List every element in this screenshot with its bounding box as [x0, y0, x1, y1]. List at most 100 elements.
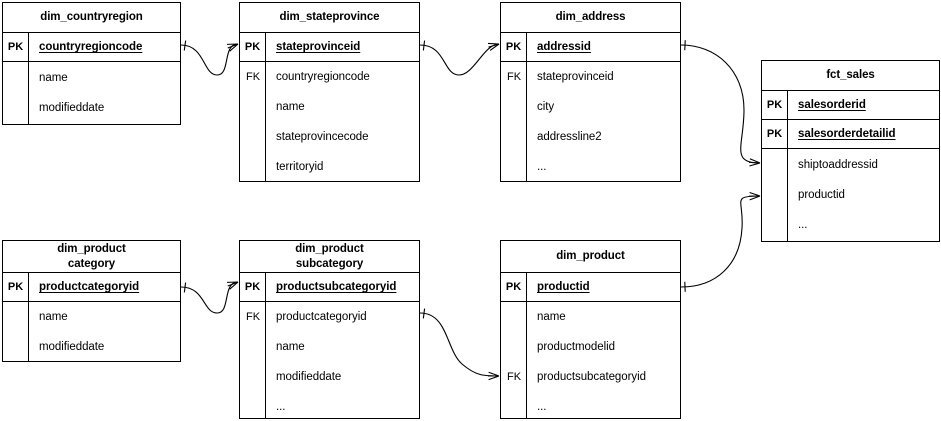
- field-name: productsubcategoryid: [276, 281, 397, 293]
- attribute-row[interactable]: productsubcategoryid: [537, 371, 646, 383]
- relationship-address-to-fctsales[interactable]: [680, 40, 761, 167]
- attribute-row[interactable]: addressline2: [537, 131, 602, 143]
- attribute-list: countryregioncode name stateprovincecode te…: [266, 62, 419, 181]
- relationship-line: [419, 312, 500, 377]
- attribute-row[interactable]: city: [537, 101, 555, 113]
- relationship-line: [180, 43, 239, 76]
- primary-key-row[interactable]: PK countryregioncode: [3, 33, 180, 62]
- attribute-row[interactable]: modifieddate: [39, 341, 105, 353]
- cardinality-one-tick: [422, 40, 426, 51]
- cardinality-many-foot-1: [227, 43, 239, 49]
- attribute-row[interactable]: ...: [537, 161, 547, 173]
- entity-title: dim_product: [501, 241, 680, 273]
- attribute-row[interactable]: name: [39, 72, 68, 84]
- relationship-line: [680, 195, 761, 288]
- cardinality-many-foot-2: [488, 371, 500, 377]
- key-badge-fk: FK: [506, 371, 522, 383]
- cardinality-one-tick: [183, 40, 187, 51]
- attribute-section: FK stateprovinceid city addressline2...: [501, 62, 680, 181]
- key-badge-pk: PK: [501, 273, 527, 301]
- cardinality-many-foot-2: [487, 42, 500, 45]
- cardinality-many-foot-1: [488, 43, 500, 48]
- cardinality-many-foot-0: [489, 43, 500, 51]
- attribute-row[interactable]: productid: [798, 189, 845, 201]
- attribute-row[interactable]: name: [276, 101, 305, 113]
- field-name: salesorderdetailid: [798, 128, 896, 140]
- field-name: stateprovinceid: [276, 41, 361, 53]
- key-badge-pk: PK: [3, 33, 29, 61]
- entity-title: dim_product subcategory: [240, 241, 419, 273]
- primary-key-row[interactable]: PK productid: [501, 273, 680, 302]
- relationship-subcategory-to-product[interactable]: [419, 308, 500, 381]
- attribute-section: name modifieddate: [3, 302, 180, 361]
- attribute-section: FK name productmodelid productsubcategoryid…: [501, 302, 680, 418]
- attribute-list: name modifieddate: [29, 62, 180, 124]
- attribute-section: name modifieddate: [3, 62, 180, 124]
- attribute-row[interactable]: productcategoryid: [276, 311, 367, 323]
- key-badge-fk: FK: [245, 311, 261, 323]
- relationship-countryregion-to-stateprovince[interactable]: [180, 40, 239, 76]
- attribute-list: productcategoryid name modifieddate...: [266, 302, 419, 418]
- attribute-list: name productmodelid productsubcategoryid..…: [527, 302, 680, 418]
- field-name: countryregioncode: [39, 41, 143, 53]
- attribute-row[interactable]: modifieddate: [276, 371, 342, 383]
- attribute-row[interactable]: countryregioncode: [276, 71, 370, 83]
- attribute-row[interactable]: ...: [537, 401, 547, 413]
- attribute-row[interactable]: ...: [798, 219, 808, 231]
- cardinality-many-foot-2: [749, 191, 761, 197]
- key-badge-pk: PK: [762, 91, 788, 119]
- cardinality-many-foot-0: [229, 281, 239, 290]
- attribute-row[interactable]: name: [537, 311, 566, 323]
- attribute-row[interactable]: name: [276, 341, 305, 353]
- attribute-row[interactable]: stateprovincecode: [276, 131, 369, 143]
- relationship-productcategory-to-subcategory[interactable]: [180, 281, 239, 314]
- cardinality-many-foot-1: [227, 281, 239, 287]
- primary-key-row[interactable]: PK productsubcategoryid: [240, 273, 419, 302]
- attribute-row[interactable]: ...: [276, 401, 286, 413]
- key-column-divider: [762, 149, 788, 241]
- entity-title: fct_sales: [762, 61, 939, 91]
- field-name: salesorderid: [798, 99, 866, 111]
- attribute-row[interactable]: name: [39, 311, 68, 323]
- attribute-row[interactable]: modifieddate: [39, 102, 105, 114]
- entity-title: dim_address: [501, 3, 680, 33]
- attribute-row[interactable]: productmodelid: [537, 341, 615, 353]
- key-column-divider: [3, 62, 29, 124]
- attribute-row[interactable]: stateprovinceid: [537, 71, 614, 83]
- attribute-row[interactable]: territoryid: [276, 161, 324, 173]
- cardinality-many-foot-0: [749, 195, 761, 201]
- field-name: productid: [537, 281, 590, 293]
- key-column-divider: [3, 302, 29, 361]
- entity-title: dim_stateprovince: [240, 3, 419, 33]
- relationship-product-to-fctsales[interactable]: [680, 191, 761, 292]
- key-badge-fk: FK: [506, 71, 522, 83]
- entity-title: dim_countryregion: [3, 3, 180, 33]
- relationship-line: [419, 43, 500, 76]
- key-column-divider: [240, 302, 266, 418]
- attribute-row[interactable]: shiptoaddressid: [798, 159, 878, 171]
- key-badge-pk: PK: [240, 273, 266, 301]
- cardinality-many-foot-2: [749, 158, 761, 164]
- key-column-divider: [240, 62, 266, 181]
- relationship-stateprovince-to-address[interactable]: [419, 40, 500, 76]
- attribute-list: name modifieddate: [29, 302, 180, 361]
- cardinality-many-foot-0: [749, 162, 761, 167]
- primary-key-row[interactable]: PK salesorderid: [762, 91, 939, 120]
- cardinality-many-foot-0: [229, 43, 239, 52]
- cardinality-one-tick: [422, 308, 426, 319]
- cardinality-many-foot-1: [748, 161, 761, 164]
- key-column-divider: [501, 62, 527, 181]
- cardinality-many-foot-0: [488, 375, 500, 381]
